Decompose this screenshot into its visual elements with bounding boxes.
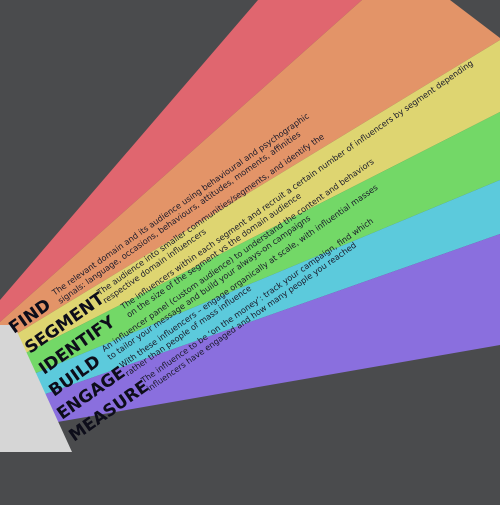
band-segment — [0, 0, 500, 344]
band-identify — [0, 40, 500, 366]
band-measure — [0, 234, 500, 432]
rainbow-bands — [0, 0, 500, 432]
band-build — [0, 112, 500, 388]
band-engage — [0, 180, 500, 410]
prism-light-beam — [0, 325, 72, 452]
